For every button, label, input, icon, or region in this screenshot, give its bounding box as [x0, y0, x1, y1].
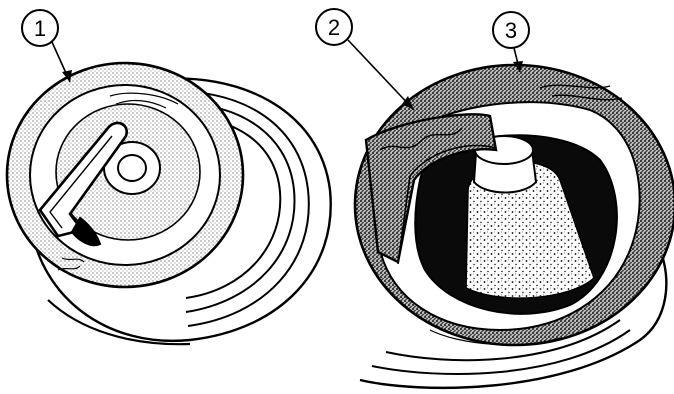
plug-base-flange: [48, 300, 190, 344]
callout-2-leader: [348, 40, 414, 110]
callout-3: 3: [493, 12, 529, 72]
plug-center-electrode: [118, 155, 146, 181]
callout-2: 2: [316, 9, 414, 110]
spark-plug-normal-icon: [7, 63, 331, 344]
spark-plug-fouled-icon: [355, 65, 674, 388]
callout-1: 1: [22, 10, 72, 82]
callout-2-number: 2: [328, 15, 340, 40]
callout-1-number: 1: [34, 16, 46, 41]
callout-3-number: 3: [505, 18, 517, 43]
